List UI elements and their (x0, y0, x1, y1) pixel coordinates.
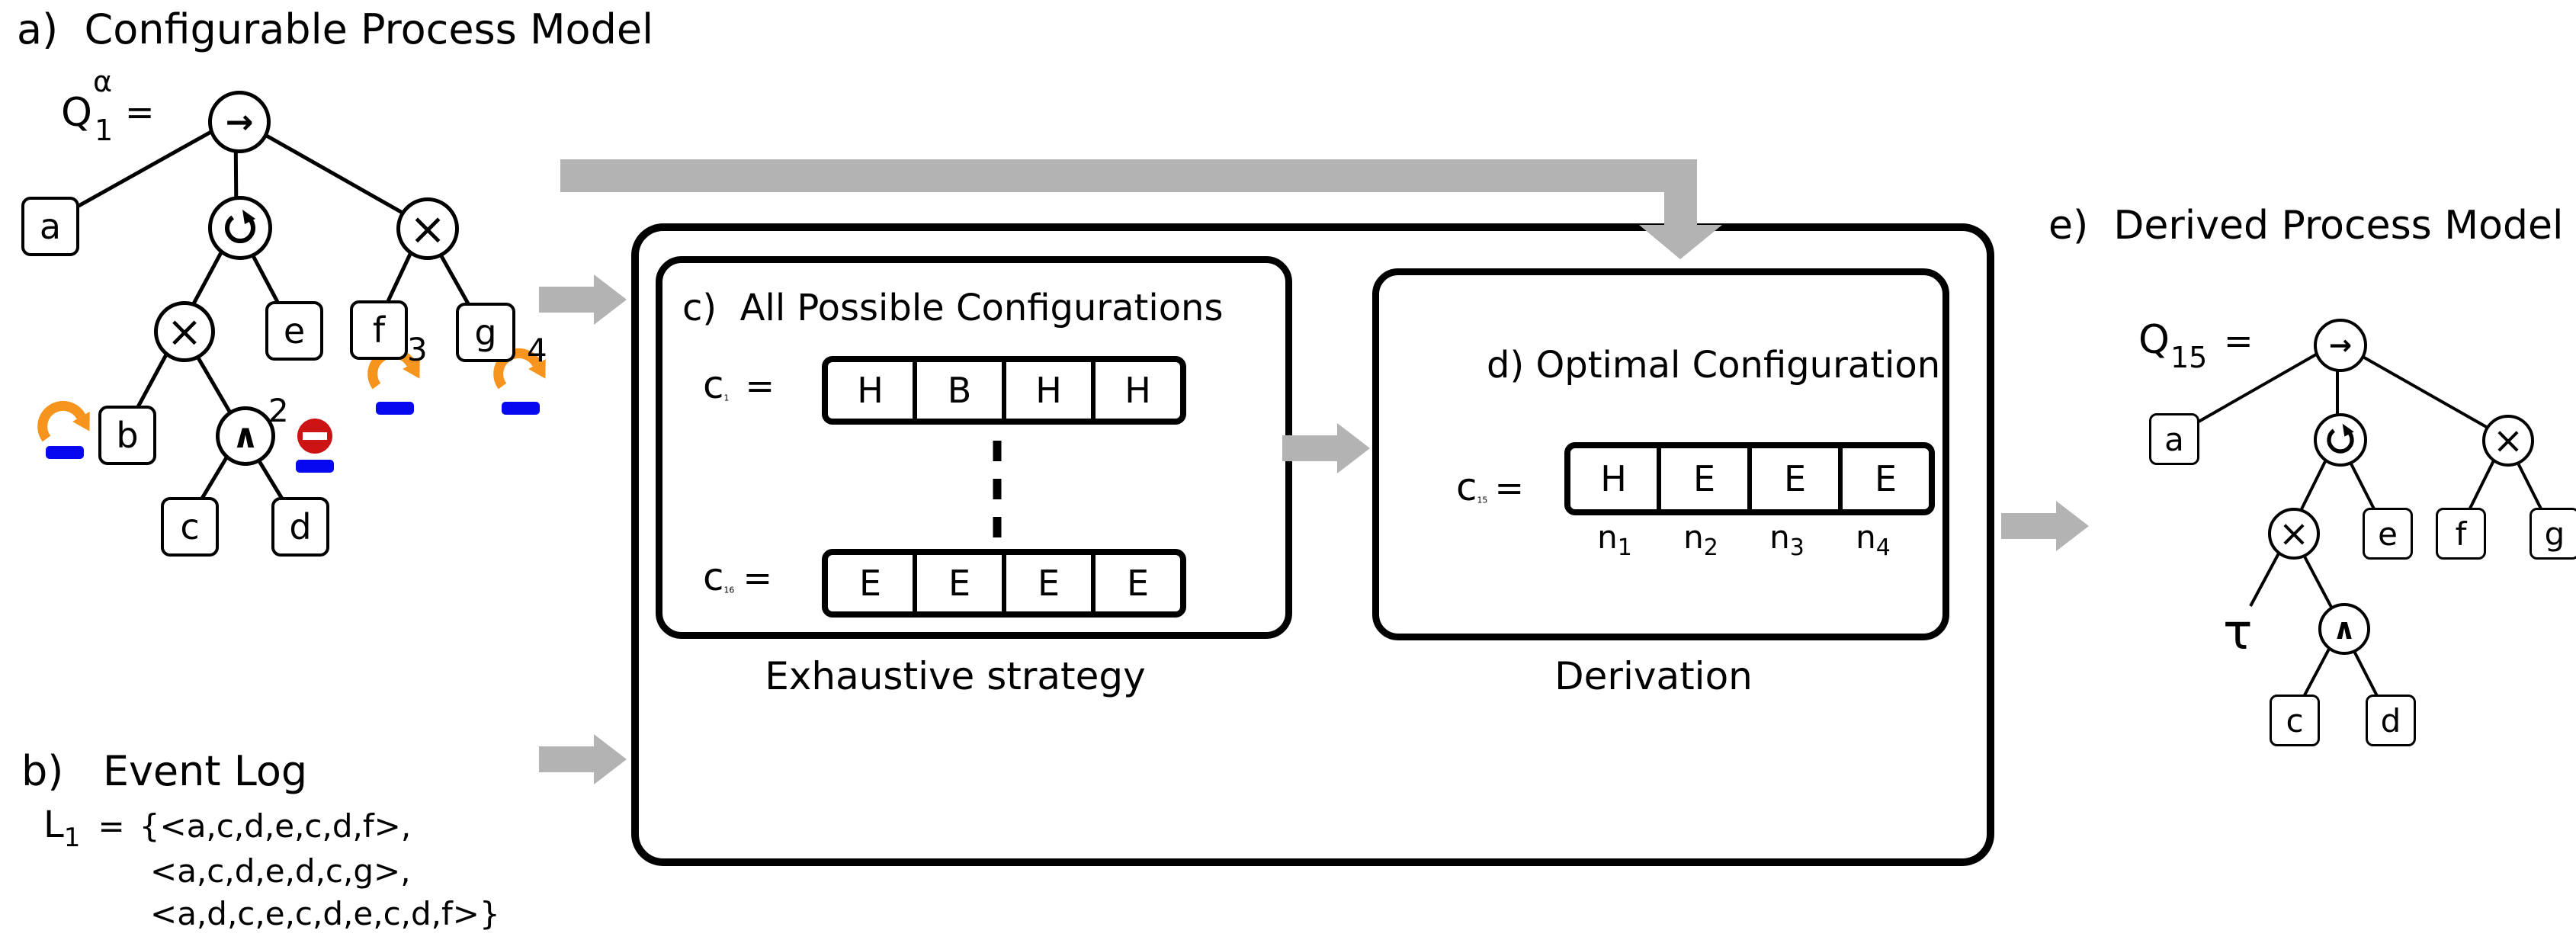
arrow-model-to-derivation (560, 159, 1722, 259)
tree-a-loop-node (208, 196, 272, 260)
model-e-label: Q 15 = (2138, 317, 2254, 374)
arrow-model-to-framework (539, 274, 627, 325)
tree-e-tau-leaf: τ (2223, 605, 2253, 661)
xor-icon: × (2492, 419, 2524, 462)
tree-e-xor-right-node: × (2482, 415, 2534, 467)
optimal-configuration-box (1372, 268, 1949, 640)
config-c16-label: c16 = (703, 555, 772, 599)
panel-d-title: d) Optimal Configuration (1487, 344, 1941, 387)
tree-e-leaf-f: f (2436, 508, 2486, 560)
panel-a-title: a) Configurable Process Model (17, 5, 654, 53)
tree-a-leaf-g: g (456, 303, 515, 362)
event-log-label: L1 = {<a,c,d,e,c,d,f>, (43, 804, 412, 853)
config-cell: E (858, 563, 882, 604)
exhaustive-strategy-caption: Exhaustive strategy (765, 654, 1146, 698)
config-cell: H (1002, 362, 1091, 419)
config-c1-label: c1 = (703, 363, 775, 407)
tree-e-loop-node (2314, 413, 2367, 467)
seq-arrow-icon: → (2328, 329, 2353, 361)
config-cell: H (857, 370, 884, 411)
xor-icon: × (409, 203, 447, 255)
config-cell: H (1600, 458, 1627, 499)
node-label-n3: n3 (1769, 518, 1804, 561)
arrow-log-to-framework (539, 734, 627, 784)
panel-a-tag: a) (17, 5, 59, 53)
config-cell: E (1002, 555, 1091, 611)
model-e-subscript: 15 (2170, 341, 2208, 374)
tree-a-leaf-c: c (161, 497, 219, 557)
tree-a-leaf-b: b (98, 406, 156, 465)
config-point-id-f: 3 (407, 331, 428, 368)
tree-a-seq-node: → (208, 91, 271, 153)
config-c1-strip: H B H H (822, 356, 1186, 425)
config-cell: E (1091, 555, 1180, 611)
panel-c-tag: c) (682, 287, 717, 329)
config-c16-strip: E E E E (822, 549, 1186, 618)
arrow-configs-to-optimal (1282, 423, 1370, 473)
and-icon: ∧ (232, 416, 259, 456)
config-marker-bars (46, 402, 540, 473)
tree-e-leaf-c: c (2270, 695, 2320, 746)
config-c15-label: c15 = (1456, 465, 1524, 509)
node-label-n1: n1 (1597, 518, 1632, 561)
config-point-id-and: 2 (268, 392, 289, 429)
tree-a-and-node: ∧ (216, 406, 275, 466)
panel-e-title: e) Derived Process Model (2048, 203, 2564, 249)
framework-box (631, 223, 1994, 866)
model-a-label: Q α 1 = (61, 65, 155, 147)
trace-2: <a,c,d,e,d,c,g>, (150, 852, 411, 890)
tree-a-xor-right-node: × (396, 197, 459, 260)
tree-e-leaf-a: a (2149, 413, 2199, 465)
derivation-caption: Derivation (1554, 654, 1753, 698)
node-label-n2: n2 (1683, 518, 1718, 561)
config-c15-strip: H E E E (1564, 442, 1935, 515)
model-a-subscript: 1 (95, 114, 114, 147)
tree-e-leaf-d: d (2366, 695, 2416, 746)
config-cell: E (913, 555, 1002, 611)
tree-e-xor-left-node: × (2268, 508, 2320, 560)
panel-b-tag: b) (21, 747, 64, 795)
seq-arrow-icon: → (225, 102, 254, 142)
config-cell: E (1747, 448, 1838, 509)
model-a-superscript: α (93, 65, 113, 98)
tree-e-seq-node: → (2314, 319, 2367, 372)
node-label-n4: n4 (1856, 518, 1891, 561)
panel-b-title: b) Event Log (21, 747, 308, 795)
loop-icon (2327, 423, 2354, 454)
config-cell: E (1838, 448, 1929, 509)
xor-icon: × (166, 306, 203, 357)
trace-1: {<a,c,d,e,c,d,f>, (139, 807, 412, 845)
panel-d-tag: d) (1487, 344, 1525, 387)
tree-e-leaf-g: g (2529, 508, 2576, 560)
tree-e-leaf-e: e (2363, 508, 2413, 560)
config-cell: B (913, 362, 1002, 419)
and-icon: ∧ (2332, 612, 2356, 646)
loop-icon (225, 210, 255, 244)
trace-3: <a,d,c,e,c,d,e,c,d,f>} (150, 895, 500, 932)
config-cell: H (1091, 362, 1180, 419)
tree-e-and-node: ∧ (2318, 603, 2370, 655)
tree-a-leaf-a: a (21, 197, 79, 256)
tree-a-leaf-e: e (265, 301, 323, 361)
arrow-framework-to-derived (2001, 501, 2089, 551)
config-point-id-g: 4 (527, 332, 547, 369)
block-option-icon-and (297, 419, 332, 454)
config-cell: E (1657, 448, 1747, 509)
tree-a-xor-left-node: × (154, 301, 215, 362)
tree-a-leaf-f: f (350, 300, 408, 360)
panel-c-title: c) All Possible Configurations (682, 287, 1224, 329)
xor-icon: × (2278, 512, 2310, 555)
panel-e-tag: e) (2048, 203, 2089, 249)
hide-option-icon-b (43, 406, 90, 438)
tree-a-leaf-d: d (271, 497, 329, 557)
